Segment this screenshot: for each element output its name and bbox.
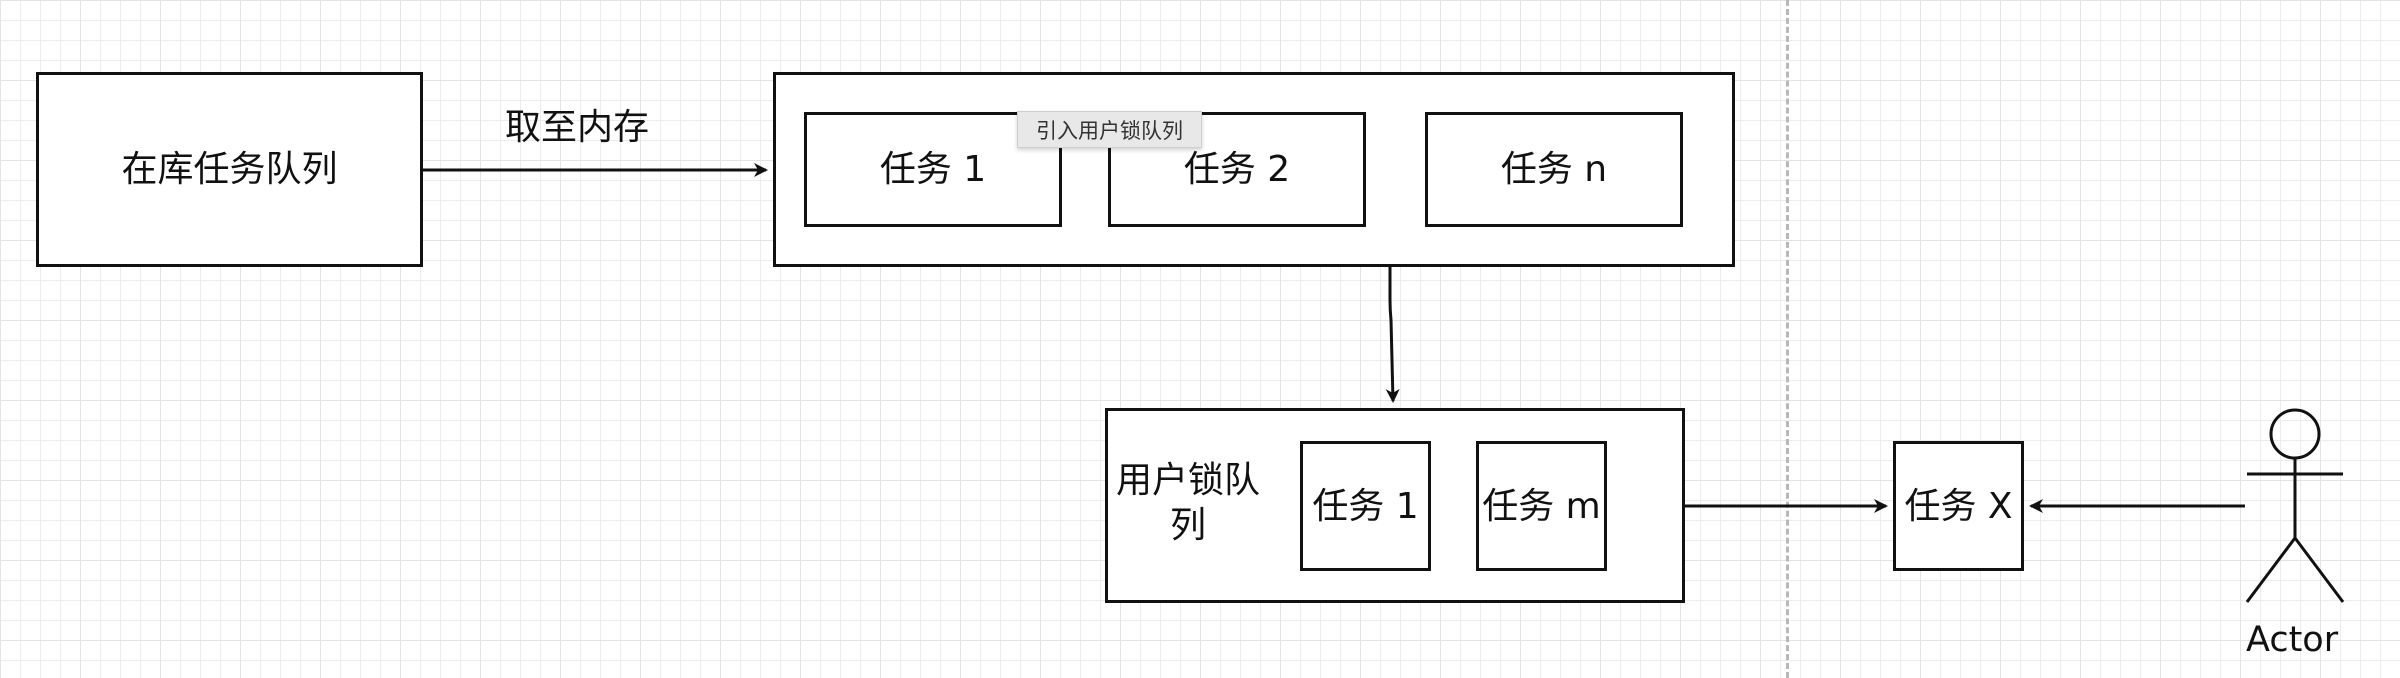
actor-label: Actor (2246, 620, 2339, 660)
fetch-to-memory-edge-label: 取至内存 (505, 107, 650, 148)
memory-task-1-label: 任务 1 (879, 149, 987, 190)
task-x-label: 任务 X (1904, 485, 2013, 527)
swimlane-divider (1786, 0, 1789, 678)
task-x-node[interactable]: 任务 X (1893, 441, 2024, 571)
user-lock-queue-label: 用户锁队列 (1115, 460, 1260, 546)
lock-task-m-node[interactable]: 任务 m (1476, 441, 1607, 571)
in-db-task-queue-label: 在库任务队列 (121, 149, 338, 190)
lock-task-m-label: 任务 m (1482, 485, 1601, 527)
memory-to-user-lock-arrow[interactable] (1385, 267, 1400, 403)
actor-left-leg (2245, 537, 2297, 603)
memory-task-2-node[interactable]: 任务 2 (1108, 112, 1366, 227)
in-db-task-queue-node[interactable]: 在库任务队列 (36, 72, 423, 267)
lock-task-1-label: 任务 1 (1312, 485, 1419, 527)
tooltip: 引入用户锁队列 (1017, 111, 1202, 148)
memory-task-n-label: 任务 n (1500, 149, 1608, 190)
actor-stick-figure[interactable] (2245, 408, 2345, 603)
actor-right-leg (2293, 537, 2345, 603)
memory-task-1-node[interactable]: 任务 1 (804, 112, 1062, 227)
actor-head (2269, 408, 2321, 460)
lock-task-1-node[interactable]: 任务 1 (1300, 441, 1431, 571)
memory-task-2-label: 任务 2 (1183, 149, 1291, 190)
memory-task-n-node[interactable]: 任务 n (1425, 112, 1683, 227)
